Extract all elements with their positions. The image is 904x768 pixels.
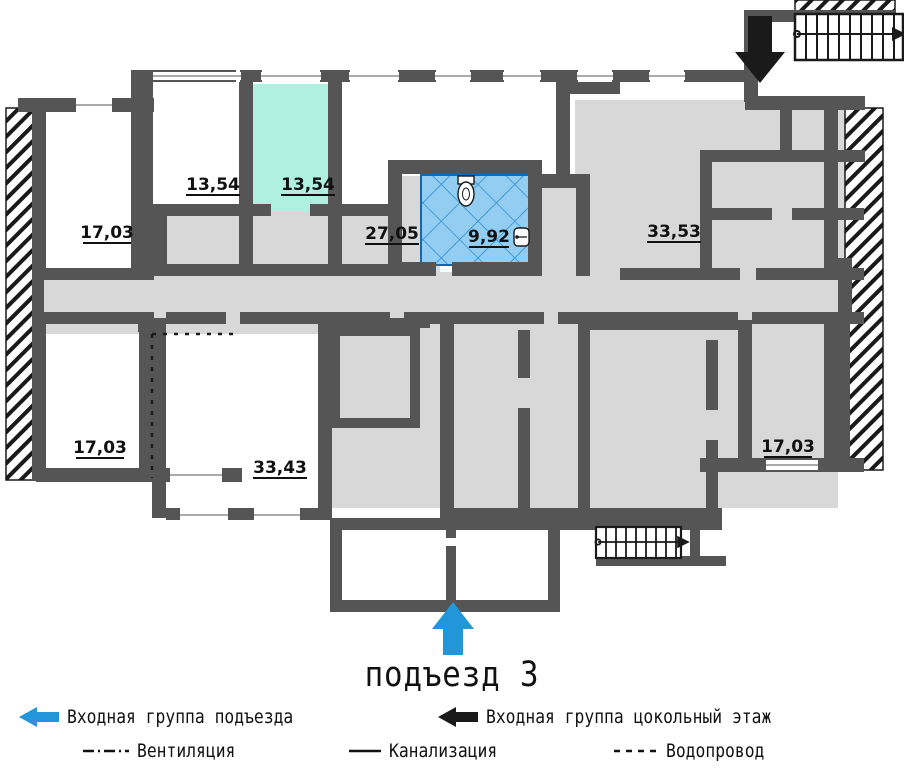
legend-label: Входная группа подъезда: [67, 706, 294, 728]
room-label: 13,54: [281, 175, 335, 196]
svg-text:17,03: 17,03: [73, 438, 127, 458]
room-label: 9,92: [468, 227, 510, 248]
svg-text:17,03: 17,03: [761, 437, 815, 457]
svg-text:33,43: 33,43: [253, 458, 307, 478]
legend-label: Водопровод: [666, 740, 765, 762]
room-label: 33,53: [647, 222, 701, 243]
legend-item-entrance-group: Входная группа подъезда: [18, 702, 330, 732]
arrow-left-black-icon: [438, 707, 478, 727]
stair-bottom-center: [594, 525, 690, 560]
room-label: 17,03: [73, 438, 127, 459]
room-label: 17,03: [761, 437, 815, 458]
room-label: 27,05: [365, 224, 419, 245]
legend-label: Входная группа цокольный этаж: [486, 706, 772, 728]
room-label: 17,03: [80, 223, 134, 244]
svg-text:13,54: 13,54: [186, 175, 240, 195]
sink-icon: [513, 227, 530, 247]
dash-dot-line-icon: [83, 749, 129, 753]
room-highlight-fill: [252, 84, 328, 212]
room-labels: 17,03 13,54 13,54 27,05 9,92 33,53 17,03…: [73, 175, 815, 479]
page-title: подъезд 3: [364, 655, 540, 695]
legend-row-utilities: Вентиляция Канализация Водопровод: [0, 737, 904, 765]
entrance-arrow: [432, 602, 474, 655]
room-label: 33,43: [253, 458, 307, 479]
dashed-line-icon: [614, 749, 658, 753]
legend-item-water: Водопровод: [613, 737, 780, 765]
legend-item-ventilation: Вентиляция: [82, 737, 251, 765]
solid-line-icon: [349, 749, 381, 753]
svg-text:9,92: 9,92: [468, 227, 510, 247]
legend-item-basement-group: Входная группа цокольный этаж: [437, 702, 818, 732]
arrow-left-cyan-icon: [19, 707, 59, 727]
legend-label: Вентиляция: [137, 740, 236, 762]
toilet-icon: [457, 175, 475, 207]
svg-text:27,05: 27,05: [365, 224, 419, 244]
basement-entry-arrow: [735, 16, 785, 83]
legend-label: Канализация: [389, 740, 498, 762]
walls: [18, 10, 896, 612]
dotted-partition: [150, 332, 238, 478]
legend-item-sewer: Канализация: [348, 737, 515, 765]
room-label: 13,54: [186, 175, 240, 196]
stair-top-right: [793, 12, 904, 62]
floorplan-drawing: 17,03 13,54 13,54 27,05 9,92 33,53 17,03…: [5, 0, 904, 655]
svg-text:17,03: 17,03: [80, 223, 134, 243]
svg-text:13,54: 13,54: [281, 175, 335, 195]
legend-row-entrances: Входная группа подъезда Входная группа ц…: [0, 702, 904, 732]
svg-text:33,53: 33,53: [647, 222, 701, 242]
bathroom-fill: [420, 174, 535, 266]
